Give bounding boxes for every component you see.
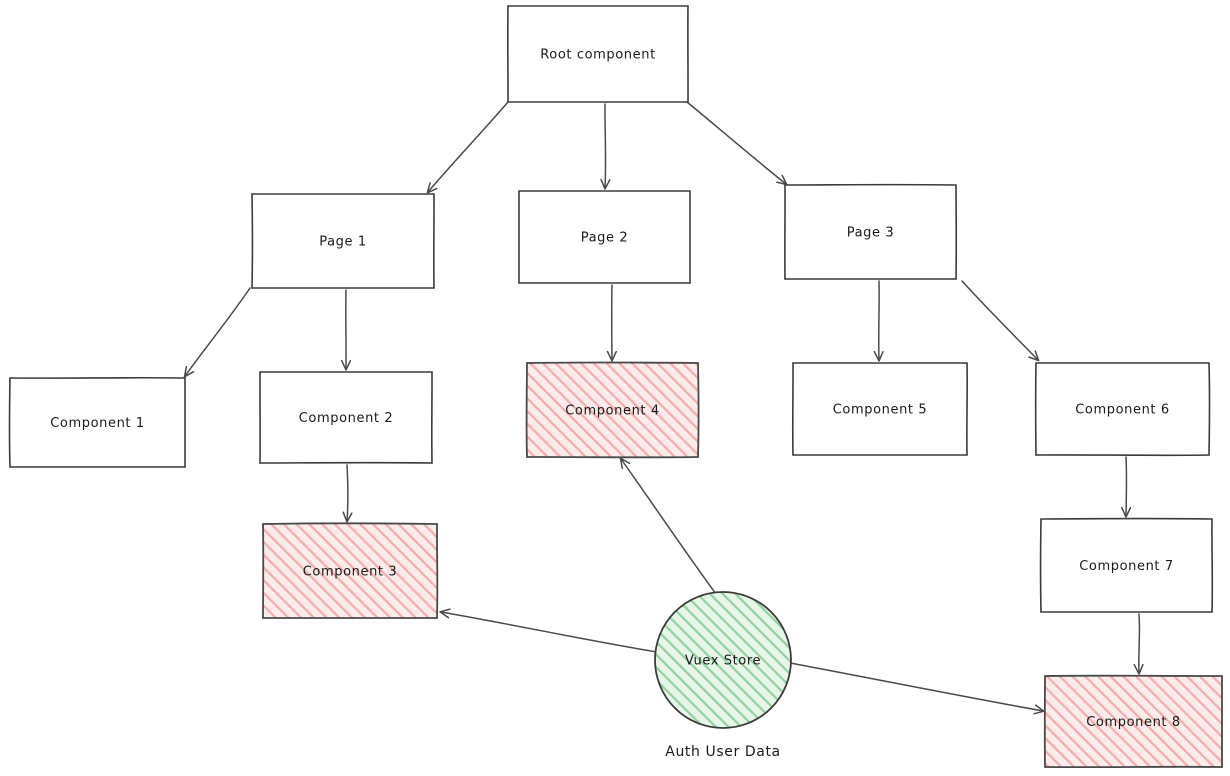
node-label-c1: Component 1 xyxy=(50,416,144,431)
node-shape-fill xyxy=(785,185,956,279)
node-shape-edge xyxy=(697,362,700,458)
node-label-c6: Component 6 xyxy=(1075,403,1169,418)
node-shape-circle xyxy=(654,591,792,729)
node-shape-fill xyxy=(260,372,432,463)
node-label-c4: Component 4 xyxy=(565,404,659,419)
edge-line xyxy=(621,459,717,595)
node-shape-fill xyxy=(252,194,434,288)
node-c3[interactable]: Component 3 xyxy=(262,522,439,620)
store-caption: Auth User Data xyxy=(665,744,780,760)
edge-line xyxy=(961,280,1038,360)
node-shape-edge xyxy=(1208,362,1211,456)
edge-line xyxy=(441,612,658,653)
edge-c2-to-c3 xyxy=(347,464,348,521)
edge-line xyxy=(789,662,1043,711)
edge-line xyxy=(686,101,786,184)
edge-line xyxy=(605,103,606,188)
edges-layer xyxy=(185,101,1140,711)
node-shape-fill xyxy=(527,363,698,457)
node-shape-fill xyxy=(519,191,690,283)
edge-c6-to-c7 xyxy=(1126,456,1127,516)
node-c2[interactable]: Component 2 xyxy=(259,371,433,464)
node-shape-fill xyxy=(1045,676,1222,767)
edge-line xyxy=(1139,613,1140,673)
node-shape-fill xyxy=(263,524,437,618)
node-label-store: Vuex Store xyxy=(685,654,761,669)
node-shape-fill xyxy=(10,378,185,467)
edge-line xyxy=(1126,456,1127,516)
edge-page1-to-c1 xyxy=(185,287,251,376)
node-page1[interactable]: Page 1 xyxy=(251,193,435,289)
node-c6[interactable]: Component 6 xyxy=(1034,362,1211,457)
node-label-c2: Component 2 xyxy=(299,411,393,426)
edge-page3-to-c6 xyxy=(961,280,1038,360)
node-shape-edge xyxy=(526,361,699,364)
node-label-c7: Component 7 xyxy=(1079,559,1173,574)
node-store[interactable]: Vuex Store xyxy=(654,591,792,729)
edge-root-to-page2 xyxy=(605,103,606,188)
captions-layer: Auth User Data xyxy=(665,744,780,760)
edge-line xyxy=(347,464,348,521)
node-shape-edge xyxy=(1040,517,1213,520)
node-shape-fill xyxy=(1041,519,1212,612)
node-label-c5: Component 5 xyxy=(833,403,927,418)
node-page3[interactable]: Page 3 xyxy=(784,183,958,280)
edge-store-to-c3 xyxy=(441,612,658,653)
node-c8[interactable]: Component 8 xyxy=(1043,674,1223,769)
node-root[interactable]: Root component xyxy=(506,4,689,103)
node-label-c3: Component 3 xyxy=(303,565,397,580)
edge-c7-to-c8 xyxy=(1139,613,1140,673)
node-label-c8: Component 8 xyxy=(1086,715,1180,730)
node-shape-fill xyxy=(1036,363,1209,455)
node-shape-edge xyxy=(262,522,438,525)
node-c7[interactable]: Component 7 xyxy=(1039,517,1214,613)
node-c5[interactable]: Component 5 xyxy=(791,362,968,456)
node-shape-fill xyxy=(508,6,688,102)
node-label-page2: Page 2 xyxy=(581,231,628,246)
edge-root-to-page1 xyxy=(428,101,509,192)
node-label-page3: Page 3 xyxy=(847,226,894,241)
node-label-page1: Page 1 xyxy=(319,235,366,250)
edge-line xyxy=(428,101,509,192)
edge-line xyxy=(185,287,251,376)
node-c1[interactable]: Component 1 xyxy=(8,376,186,468)
node-page2[interactable]: Page 2 xyxy=(518,190,691,284)
edge-root-to-page3 xyxy=(686,101,786,184)
node-c4[interactable]: Component 4 xyxy=(525,361,700,459)
node-label-root: Root component xyxy=(540,48,656,63)
node-shape-fill xyxy=(793,363,967,455)
edge-store-to-c8 xyxy=(789,662,1043,711)
edge-store-to-c4 xyxy=(621,459,717,595)
node-shape-edge xyxy=(8,377,11,468)
